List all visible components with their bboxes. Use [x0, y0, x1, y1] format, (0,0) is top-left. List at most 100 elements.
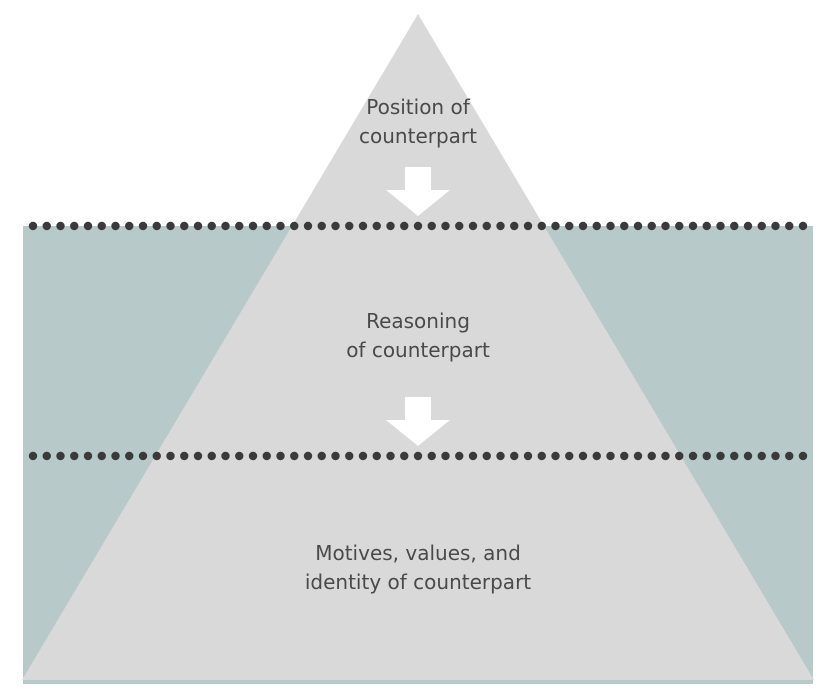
level-label-line: Position of: [366, 95, 470, 119]
divider-dot: [647, 451, 656, 461]
divider-dot: [221, 221, 230, 231]
divider-dot: [138, 221, 148, 231]
level-label-position: Position of counterpart: [268, 93, 568, 151]
level-label-line: Motives, values, and: [315, 541, 521, 565]
divider-dot: [221, 451, 230, 461]
divider-dot: [42, 221, 51, 231]
divider-dot: [510, 221, 519, 231]
divider-dot: [743, 221, 753, 231]
divider-dot: [70, 221, 79, 231]
divider-dot: [757, 451, 766, 461]
divider-dot: [358, 451, 368, 461]
divider-dot: [647, 221, 656, 231]
divider-dot: [441, 221, 450, 231]
divider-dot: [56, 221, 65, 231]
divider-dot: [42, 451, 51, 461]
divider-dot: [276, 451, 285, 461]
divider-dot: [331, 451, 340, 461]
divider-dot: [70, 451, 79, 461]
divider-dot: [510, 451, 519, 461]
divider-dot: [592, 451, 601, 461]
divider-dot: [83, 221, 93, 231]
divider-dot: [166, 221, 175, 231]
divider-dot: [262, 451, 271, 461]
divider-dot: [482, 221, 491, 231]
divider-dot: [207, 451, 216, 461]
divider-dot: [743, 451, 753, 461]
divider-dot: [688, 221, 698, 231]
divider-dot: [785, 451, 794, 461]
divider-dot: [633, 451, 643, 461]
divider-dot: [345, 451, 354, 461]
divider-dot: [592, 221, 601, 231]
divider-dot: [730, 451, 739, 461]
divider-dot: [152, 451, 161, 461]
divider-dot: [427, 221, 436, 231]
divider-dot: [413, 451, 423, 461]
divider-dot: [496, 451, 505, 461]
divider-dot: [138, 451, 148, 461]
divider-dot: [290, 451, 299, 461]
divider-dot: [551, 221, 560, 231]
level-label-motives: Motives, values, and identity of counter…: [218, 539, 618, 597]
divider-dot: [193, 221, 203, 231]
divider-dot: [111, 451, 120, 461]
divider-dot: [606, 451, 615, 461]
divider-dot: [303, 451, 313, 461]
divider-dot: [578, 221, 588, 231]
down-arrow-icon: [386, 167, 450, 216]
divider-dot: [290, 221, 299, 231]
divider-dot: [441, 451, 450, 461]
divider-dot: [83, 451, 93, 461]
divider-dot: [620, 221, 629, 231]
divider-dot: [97, 221, 106, 231]
divider-dot: [331, 221, 340, 231]
divider-dot: [675, 221, 684, 231]
divider-dot: [757, 221, 766, 231]
divider-dot: [468, 451, 478, 461]
divider-dot: [565, 451, 574, 461]
divider-dot: [455, 451, 464, 461]
divider-dot: [716, 451, 725, 461]
divider-dot: [798, 221, 808, 231]
divider-dot: [702, 221, 711, 231]
divider-dot: [661, 221, 670, 231]
level-label-line: of counterpart: [346, 338, 490, 362]
divider-dot: [537, 451, 546, 461]
divider-dot: [262, 221, 271, 231]
divider-dot: [730, 221, 739, 231]
divider-dot: [771, 451, 780, 461]
divider-dot: [56, 451, 65, 461]
dotted-divider-depth: [28, 451, 808, 461]
pyramid-shape: [22, 14, 814, 680]
divider-dot: [303, 221, 313, 231]
divider-dot: [482, 451, 491, 461]
divider-dot: [702, 451, 711, 461]
divider-dot: [468, 221, 478, 231]
down-arrow-icon: [386, 397, 450, 446]
divider-dot: [125, 221, 134, 231]
divider-dot: [358, 221, 368, 231]
divider-dot: [551, 451, 560, 461]
divider-dot: [675, 451, 684, 461]
divider-dot: [166, 451, 175, 461]
divider-dot: [427, 451, 436, 461]
divider-dot: [633, 221, 643, 231]
divider-dot: [276, 221, 285, 231]
divider-dot: [248, 221, 258, 231]
divider-dot: [523, 221, 533, 231]
divider-dot: [235, 451, 244, 461]
divider-dot: [193, 451, 203, 461]
dotted-divider-surface: [28, 221, 808, 231]
divider-dot: [661, 451, 670, 461]
level-label-line: identity of counterpart: [304, 570, 532, 594]
divider-dot: [97, 451, 106, 461]
divider-dot: [248, 451, 258, 461]
divider-dot: [688, 451, 698, 461]
divider-dot: [386, 221, 395, 231]
divider-dot: [152, 221, 161, 231]
divider-dot: [207, 221, 216, 231]
divider-dot: [771, 221, 780, 231]
